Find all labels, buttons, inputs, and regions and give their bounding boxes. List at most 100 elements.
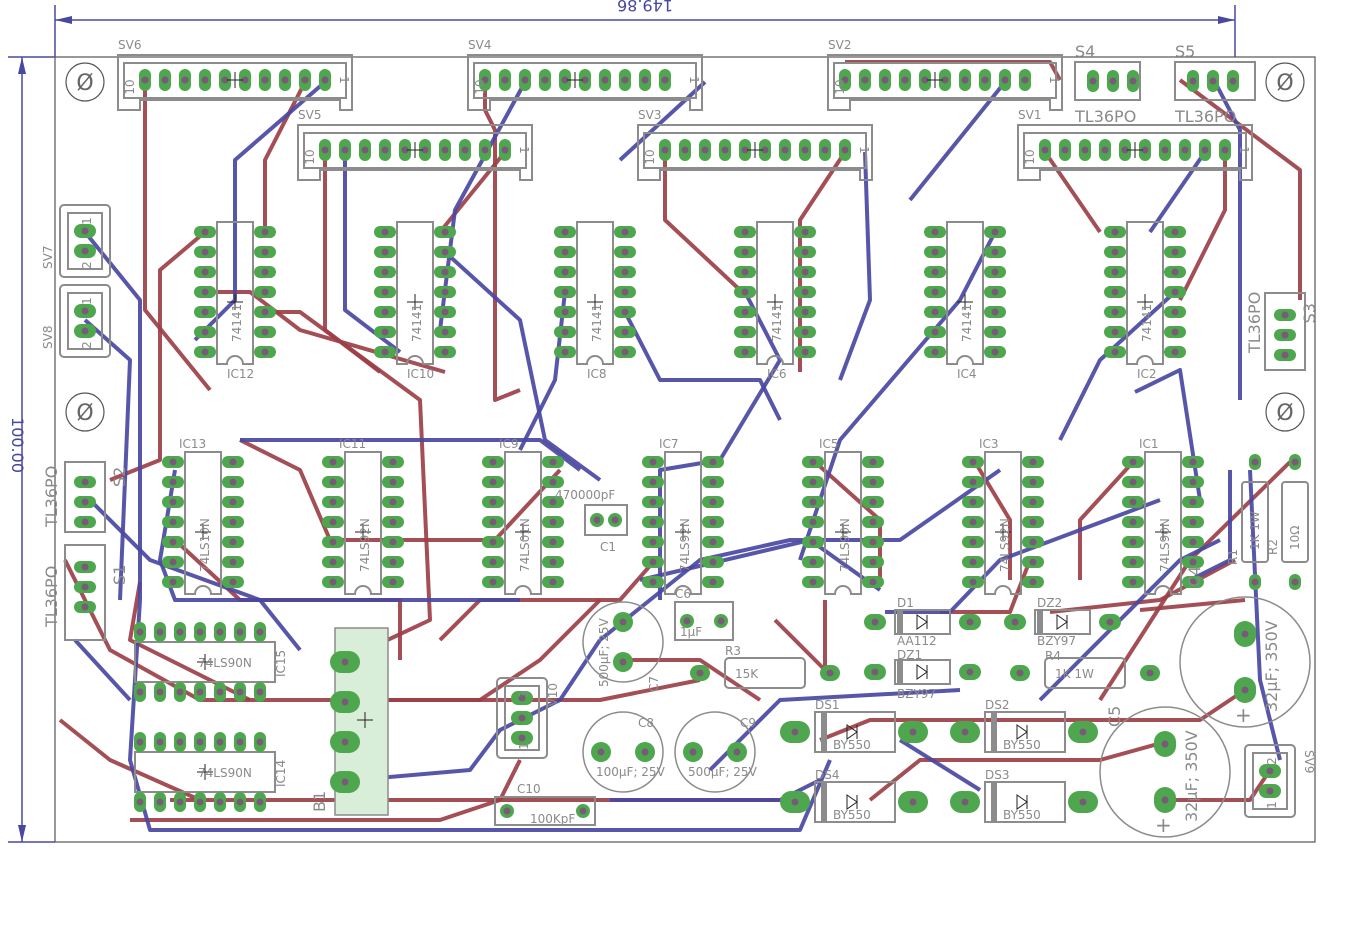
ic-pin xyxy=(162,456,184,468)
header-pin xyxy=(239,69,251,91)
ic-pin xyxy=(482,536,504,548)
cap-label: C6 xyxy=(675,587,691,601)
ic-pin xyxy=(162,556,184,568)
trace-top xyxy=(1178,78,1302,300)
diode-label: DZ2 xyxy=(1037,596,1062,610)
pin-label: 1 xyxy=(80,217,94,225)
trace-bottom xyxy=(443,250,602,482)
ic-pin xyxy=(434,226,456,238)
ic-pin xyxy=(134,792,146,812)
header-pin xyxy=(159,69,171,91)
trace-top xyxy=(109,230,207,482)
header-pin xyxy=(1199,139,1211,161)
header-pin xyxy=(279,69,291,91)
diode-label: DS4 xyxy=(815,768,840,782)
bridge-rectifier-b1: B1 xyxy=(310,627,389,816)
ic-pin xyxy=(542,556,564,568)
ic-pin xyxy=(734,266,756,278)
switch-value: TL36PO xyxy=(42,466,61,528)
trace-bottom xyxy=(598,468,1002,642)
pin-label-10: 10 xyxy=(123,79,137,94)
switch-label: S2 xyxy=(110,467,129,487)
ic-pin xyxy=(1182,476,1204,488)
switch-pin xyxy=(1087,70,1099,92)
ic-pin xyxy=(382,536,404,548)
header-label: SV7 xyxy=(41,246,55,269)
trace-top xyxy=(128,581,251,702)
ic-label: IC5 xyxy=(819,437,839,451)
resistor-value: 10Ω xyxy=(1288,526,1302,550)
diode-pin xyxy=(1068,721,1098,743)
switch-label: S5 xyxy=(1175,42,1195,61)
switch-s2[interactable]: S2 TL36PO xyxy=(42,461,129,533)
header-pin xyxy=(219,69,231,91)
ic-pin xyxy=(154,792,166,812)
ic-pin xyxy=(162,476,184,488)
header-pin xyxy=(379,139,391,161)
cap-pin xyxy=(591,742,611,762)
pin-label: 1 xyxy=(1265,801,1279,809)
ic-pin xyxy=(254,246,276,258)
cap-pin xyxy=(1234,621,1256,647)
cap-pin xyxy=(683,742,703,762)
trace-top xyxy=(798,150,847,372)
ic-pin xyxy=(322,556,344,568)
trace-top xyxy=(1139,598,1246,612)
ic-pin xyxy=(194,266,216,278)
ic-pin xyxy=(1164,346,1186,358)
ic-pin xyxy=(194,226,216,238)
ic-pin xyxy=(194,792,206,812)
header-pin xyxy=(919,69,931,91)
trace-bottom xyxy=(1213,81,1242,400)
diode-pin xyxy=(1004,614,1026,630)
trace-bottom xyxy=(518,291,567,451)
trace-top xyxy=(483,82,521,402)
header-pin xyxy=(659,69,671,91)
header-pin xyxy=(1019,69,1031,91)
ic-pin xyxy=(374,266,396,278)
trace-top xyxy=(1165,768,1272,802)
mounting-hole: Ø xyxy=(65,392,105,432)
ic-pin xyxy=(862,536,884,548)
switch-pin xyxy=(1127,70,1139,92)
ic-label: IC2 xyxy=(1137,367,1157,381)
ic-value: 74LS90N xyxy=(198,766,252,780)
ic-pin xyxy=(614,226,636,238)
trace-bottom xyxy=(83,230,832,832)
trace-top xyxy=(1178,152,1227,301)
switch-label: S3 xyxy=(1300,303,1319,323)
ic-pin xyxy=(1164,326,1186,338)
trace-top xyxy=(819,688,1247,742)
ic-pin xyxy=(434,266,456,278)
ic-pin xyxy=(374,306,396,318)
header-pin xyxy=(819,139,831,161)
ic-pin xyxy=(194,346,216,358)
ic-pin xyxy=(734,226,756,238)
trace-bottom xyxy=(885,498,1161,614)
ic-pin xyxy=(962,576,984,588)
header-pin xyxy=(74,324,96,338)
ic-value: 74141 xyxy=(230,304,244,342)
ic-pin xyxy=(984,246,1006,258)
header-label: V10 xyxy=(546,683,560,706)
ic-pin xyxy=(924,246,946,258)
cap-pin xyxy=(590,513,604,527)
trace-bottom xyxy=(610,778,821,802)
header-pin xyxy=(1259,764,1281,778)
diode-pin xyxy=(898,791,928,813)
ic-value: 74LS92N xyxy=(678,518,692,572)
ic-pin xyxy=(482,576,504,588)
